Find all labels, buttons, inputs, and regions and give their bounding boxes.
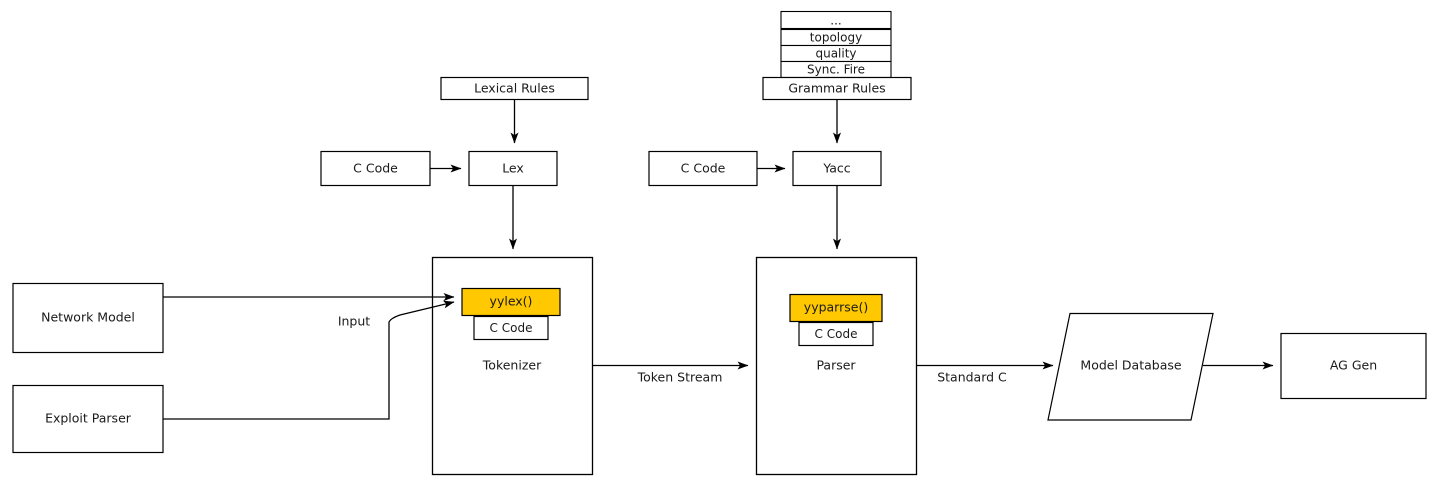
edge-exploit-parser-to-yylex (163, 300, 455, 420)
lex-box[interactable] (468, 150, 558, 187)
grammar-stack-item-topology-label: topology (810, 31, 862, 45)
ag-gen-label: AG Gen (1330, 358, 1377, 373)
model-database-label: Model Database (1080, 358, 1181, 373)
node-yyparrse[interactable]: yyparrse() (789, 293, 883, 323)
node-c-code-yacc[interactable]: C Code (648, 150, 758, 187)
grammar-rules-stack: ... topology quality Sync. Fire (780, 10, 892, 79)
yyparrse-label: yyparrse() (804, 300, 868, 315)
exploit-parser-box[interactable] (12, 384, 164, 454)
yyparrse-box[interactable] (789, 293, 883, 323)
node-c-code-parser[interactable]: C Code (798, 321, 874, 347)
edge-label-token-stream: Token Stream (637, 370, 723, 385)
model-database-shape[interactable] (1047, 312, 1214, 421)
lexical-rules-label: Lexical Rules (474, 81, 555, 96)
edge-label-standard-c: Standard C (937, 370, 1007, 385)
grammar-stack-item-sync-fire-label: Sync. Fire (807, 63, 865, 77)
grammar-rules-label: Grammar Rules (788, 81, 885, 96)
node-network-model[interactable]: Network Model (12, 282, 164, 354)
edge-label-input: Input (338, 314, 370, 329)
node-grammar-rules[interactable]: Grammar Rules (762, 76, 912, 101)
node-yacc[interactable]: Yacc (792, 150, 882, 187)
yacc-box[interactable] (792, 150, 882, 187)
node-exploit-parser[interactable]: Exploit Parser (12, 384, 164, 454)
network-model-label: Network Model (41, 310, 135, 325)
c-code-lex-label: C Code (353, 161, 398, 176)
c-code-tokenizer-label: C Code (490, 321, 533, 335)
yacc-label: Yacc (822, 161, 850, 176)
yylex-box[interactable] (461, 287, 561, 317)
c-code-parser-label: C Code (815, 327, 858, 341)
parser-box[interactable] (755, 256, 918, 476)
node-model-database[interactable]: Model Database (1047, 312, 1214, 421)
node-c-code-tokenizer[interactable]: C Code (473, 315, 549, 341)
node-lex[interactable]: Lex (468, 150, 558, 187)
yylex-label: yylex() (490, 294, 533, 309)
tokenizer-label: Tokenizer (482, 358, 542, 373)
c-code-yacc-label: C Code (681, 161, 726, 176)
ag-gen-box[interactable] (1280, 332, 1427, 400)
node-parser[interactable]: Parser (755, 256, 918, 476)
exploit-parser-label: Exploit Parser (45, 411, 132, 426)
lex-label: Lex (502, 161, 524, 176)
grammar-stack-item-ellipsis (780, 10, 892, 30)
parser-label: Parser (816, 358, 856, 373)
node-c-code-lex[interactable]: C Code (320, 150, 431, 187)
grammar-stack-item-ellipsis-label: ... (830, 14, 841, 28)
node-ag-gen[interactable]: AG Gen (1280, 332, 1427, 400)
network-model-box[interactable] (12, 282, 164, 354)
node-lexical-rules[interactable]: Lexical Rules (440, 76, 589, 101)
grammar-stack-item-quality-label: quality (815, 47, 856, 61)
node-yylex[interactable]: yylex() (461, 287, 561, 317)
c-code-tokenizer-box[interactable] (473, 315, 549, 341)
c-code-parser-box[interactable] (798, 321, 874, 347)
